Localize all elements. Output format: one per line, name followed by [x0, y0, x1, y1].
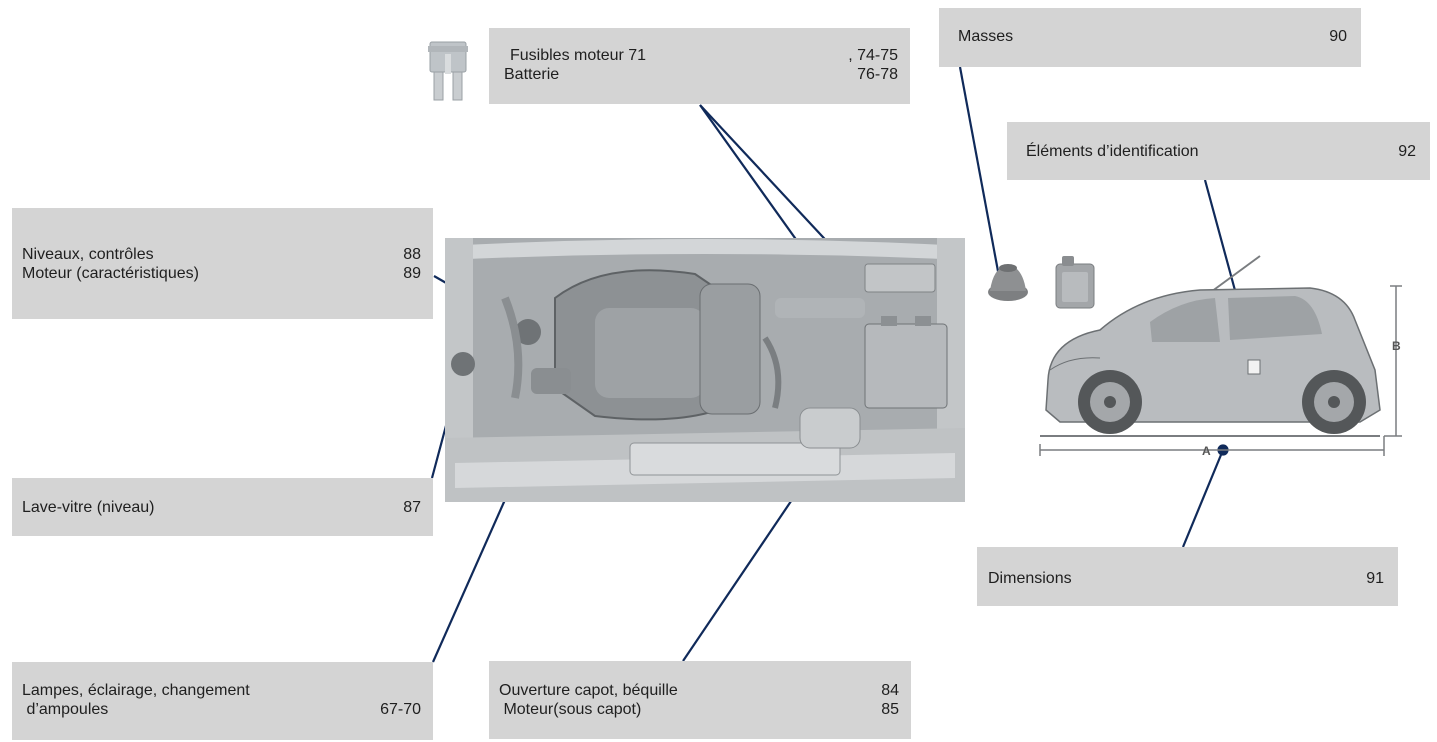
- callout-label: Moteur (caractéristiques): [22, 265, 199, 282]
- callout-label: Niveaux, contrôles: [22, 246, 154, 263]
- leader-line-lamps: [431, 492, 510, 663]
- callout-pages: 88: [403, 246, 421, 263]
- callout-washer: Lave-vitre (niveau) 87: [12, 478, 433, 536]
- callout-identification: Éléments d’identification 92: [1007, 122, 1430, 180]
- callout-row: Niveaux, contrôles 88: [12, 245, 433, 264]
- callout-masses: Masses 90: [939, 8, 1361, 67]
- callout-pages: 90: [1329, 28, 1347, 45]
- callout-label: Fusibles moteur 71: [510, 47, 647, 64]
- callout-pages: 76-78: [857, 66, 898, 83]
- callout-row: Lave-vitre (niveau) 87: [12, 498, 433, 517]
- callout-label: Batterie: [504, 66, 560, 83]
- callout-row: Batterie 76-78: [489, 65, 910, 84]
- callout-row: Éléments d’identification 92: [1007, 142, 1430, 161]
- fuse-icon: [428, 41, 468, 101]
- callout-row: Fusibles moteur 71 , 74-75: [489, 46, 910, 65]
- leader-line-dimensions: [1181, 449, 1225, 548]
- callout-pages: 85: [881, 701, 899, 718]
- callout-pages: , 74-75: [848, 47, 898, 64]
- callout-row: Lampes, éclairage, changement: [12, 681, 433, 700]
- callout-pages: 89: [403, 265, 421, 282]
- callout-lamps: Lampes, éclairage, changement d’ampoules…: [12, 662, 433, 740]
- callout-row: Moteur(sous capot) 85: [489, 700, 911, 719]
- callout-row: Ouverture capot, béquille 84: [489, 681, 911, 700]
- ground-point-icon: [988, 264, 1028, 301]
- callout-label: Éléments d’identification: [1026, 143, 1199, 160]
- callout-row: d’ampoules 67-70: [12, 700, 433, 719]
- leader-line-bonnet: [682, 478, 807, 662]
- callout-row: Dimensions 91: [977, 569, 1398, 588]
- callout-label: d’ampoules: [22, 701, 109, 718]
- callout-row: Masses 90: [939, 27, 1361, 46]
- callout-pages: 67-70: [380, 701, 421, 718]
- dimension-length-label: A: [1202, 444, 1211, 458]
- leader-line-masses: [958, 66, 1002, 283]
- callout-label: Ouverture capot, béquille: [499, 682, 678, 699]
- dimension-height-label: B: [1392, 339, 1401, 353]
- callout-label: Dimensions: [988, 570, 1072, 587]
- callout-bonnet: Ouverture capot, béquille 84 Moteur(sous…: [489, 661, 911, 739]
- callout-dimensions: Dimensions 91: [977, 547, 1398, 606]
- callout-pages: 87: [403, 499, 421, 516]
- callout-pages: 91: [1366, 570, 1384, 587]
- callout-label: Masses: [958, 28, 1014, 45]
- callout-label: Moteur(sous capot): [499, 701, 642, 718]
- car-side-view-illustration: A B: [1039, 255, 1402, 458]
- callout-label: Lampes, éclairage, changement: [22, 682, 250, 699]
- callout-fuses-battery: Fusibles moteur 71 , 74-75 Batterie 76-7…: [489, 28, 910, 104]
- washer-fluid-can-icon: [1055, 256, 1095, 309]
- engine-compartment-illustration: [445, 238, 965, 502]
- callout-label: Lave-vitre (niveau): [22, 499, 155, 516]
- callout-pages: 84: [881, 682, 899, 699]
- callout-levels-engine: Niveaux, contrôles 88 Moteur (caractéris…: [12, 208, 433, 319]
- callout-row: Moteur (caractéristiques) 89: [12, 264, 433, 283]
- callout-pages: 92: [1398, 143, 1416, 160]
